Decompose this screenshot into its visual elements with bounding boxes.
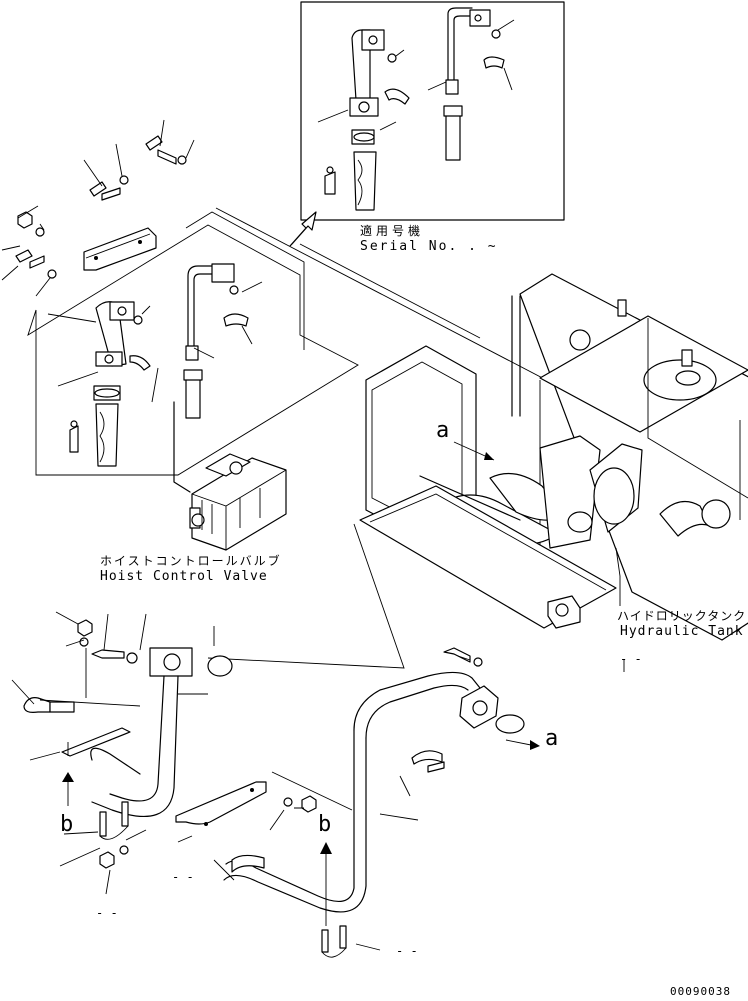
view-a-label-bottom: a: [545, 726, 559, 751]
inset-arrow: [289, 211, 317, 247]
lower-piping: [11, 611, 540, 958]
serial-inset: [300, 1, 565, 221]
hoist-valve-label-en: Hoist Control Valve: [100, 569, 268, 584]
hydraulic-tank: [215, 207, 748, 672]
left-assembly: [1, 119, 359, 476]
leader-strainer: [207, 523, 405, 669]
hoist-valve-label-jp: ホイストコントロールバルブ: [100, 554, 282, 568]
serial-label-en: Serial No. . ~: [360, 239, 498, 254]
part-number-placeholder-1: - -: [172, 870, 194, 884]
part-number-placeholder-3: - -: [396, 944, 418, 958]
view-a-label-top: a: [436, 418, 450, 443]
serial-label-jp: 適用号機: [360, 224, 425, 238]
hydraulic-tank-label-jp: ハイドロリックタンク: [617, 609, 747, 623]
hydraulic-tank-label-en: Hydraulic Tank: [620, 624, 744, 639]
part-number-placeholder-4: - -: [620, 652, 642, 666]
part-number-placeholder-2: - -: [96, 906, 118, 920]
view-b-label-right: b: [318, 812, 332, 837]
figure-code: 00090038: [670, 985, 731, 998]
view-b-label-left: b: [60, 812, 74, 837]
hoist-control-valve: [173, 401, 287, 551]
